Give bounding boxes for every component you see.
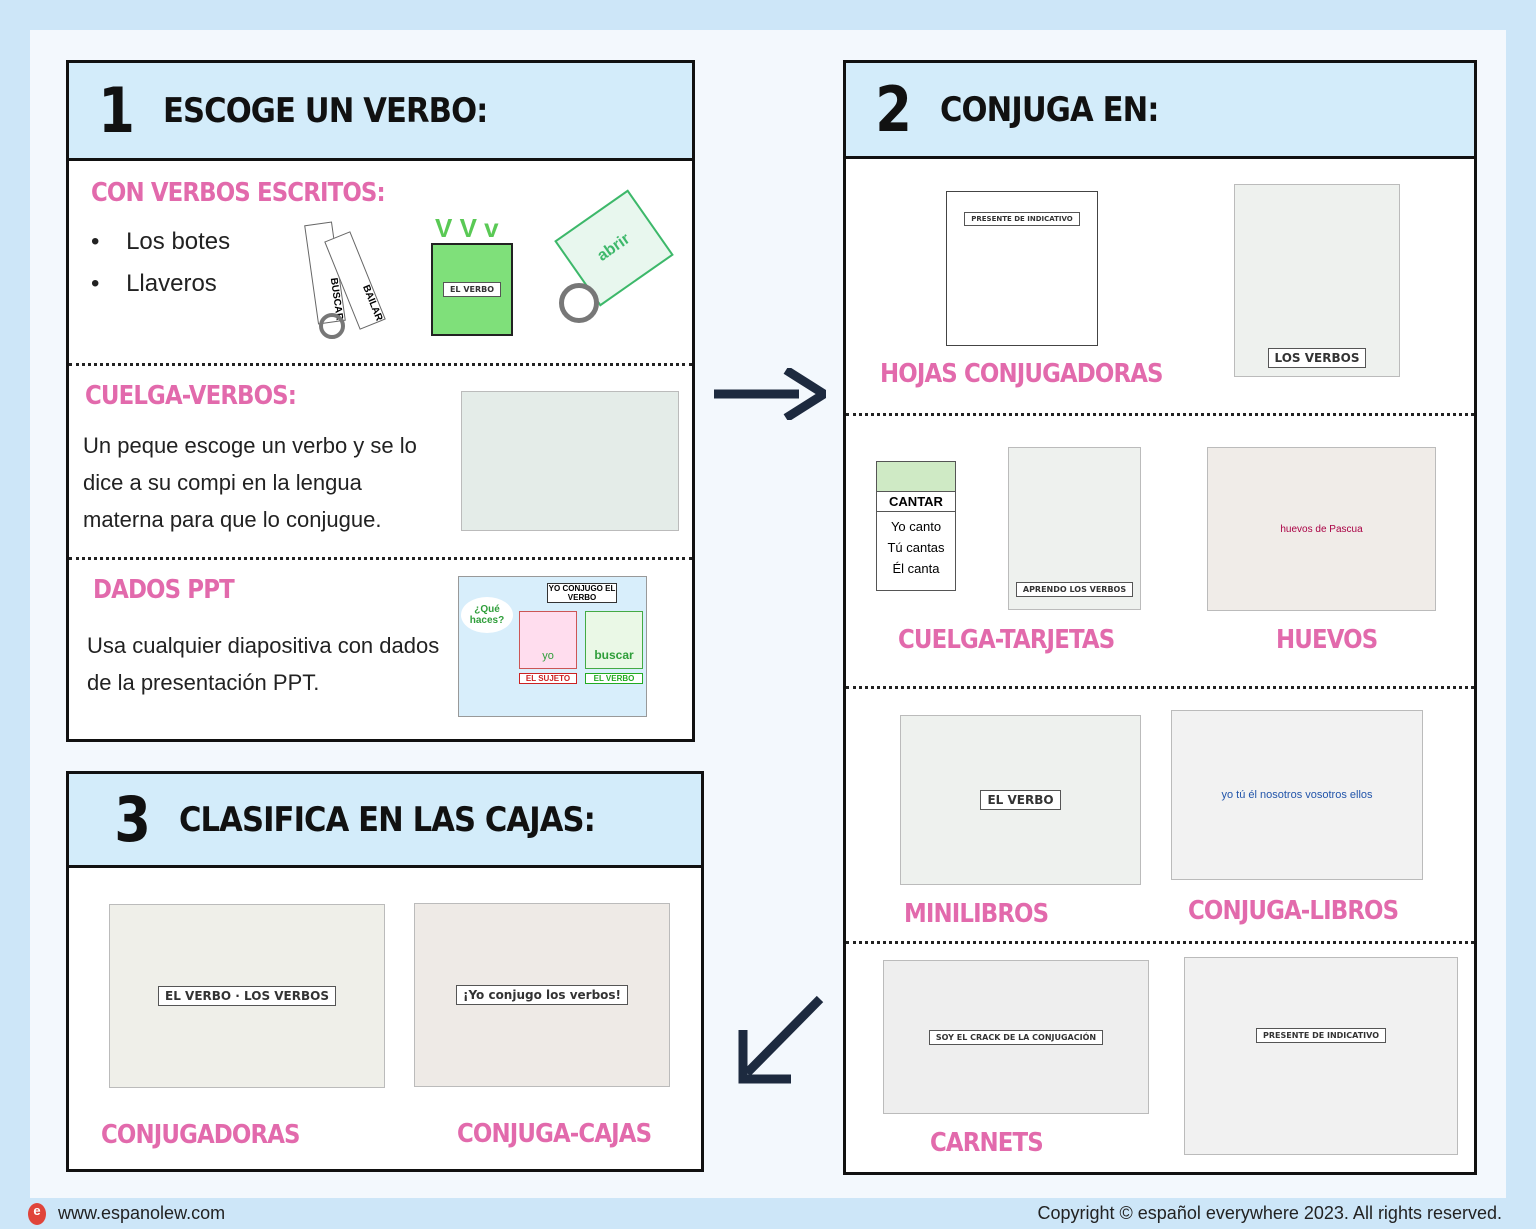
step3-header: 3 CLASIFICA EN LAS CAJAS: xyxy=(69,774,701,868)
step-number: 2 xyxy=(875,73,912,146)
list-item: • Llaveros xyxy=(91,270,217,297)
item-label: CONJUGA-LIBROS xyxy=(1188,896,1399,926)
step-title: ESCOGE UN VERBO: xyxy=(163,90,488,131)
arrow-right-icon xyxy=(714,368,826,420)
section-text: Usa cualquier diapositiva con dados de l… xyxy=(87,633,440,695)
step-title: CLASIFICA EN LAS CAJAS: xyxy=(179,799,596,840)
divider xyxy=(846,413,1474,416)
item-label: HUEVOS xyxy=(1276,625,1378,655)
verb-pot-image: V V v EL VERBO xyxy=(431,213,513,336)
huevos-image: huevos de Pascua xyxy=(1207,447,1436,611)
cuelga-verbos-image xyxy=(461,391,679,531)
conjugadora-image: LOS VERBOS xyxy=(1234,184,1400,377)
item-label: HOJAS CONJUGADORAS xyxy=(880,359,1164,389)
divider xyxy=(846,686,1474,689)
section-title: CON VERBOS ESCRITOS: xyxy=(91,178,386,208)
ppt-slide-image: ¿Qué haces? YO CONJUGO EL VERBO yo busca… xyxy=(458,576,647,717)
conjuga-cajas-image: ¡Yo conjugo los verbos! xyxy=(414,903,670,1087)
section-text: Un peque escoge un verbo y se lo dice a … xyxy=(83,433,417,532)
step-number: 3 xyxy=(114,783,151,856)
minilibros-image: EL VERBO xyxy=(900,715,1141,885)
website-link[interactable]: www.espanolew.com xyxy=(58,1203,226,1223)
arrow-down-left-icon xyxy=(738,995,824,1084)
keyring-card-image: abrir xyxy=(554,189,674,323)
item-label: CONJUGA-CAJAS xyxy=(457,1119,652,1149)
copyright: Copyright © español everywhere 2023. All… xyxy=(1037,1203,1502,1223)
step1-header: 1 ESCOGE UN VERBO: xyxy=(69,63,692,161)
item-label: CONJUGADORAS xyxy=(101,1120,301,1150)
keychain-cards-image: BUSCAR BAILAR xyxy=(301,213,401,339)
conjuga-libros-image: yo tú él nosotros vosotros ellos xyxy=(1171,710,1423,880)
list-item: • Los botes xyxy=(91,228,231,255)
written-list: • Los botes • Llaveros xyxy=(91,221,230,305)
step2-header: 2 CONJUGA EN: xyxy=(846,63,1474,159)
step1-box: 1 ESCOGE UN VERBO: CON VERBOS ESCRITOS: … xyxy=(66,60,695,742)
item-label: MINILIBROS xyxy=(904,899,1049,929)
step3-box: 3 CLASIFICA EN LAS CAJAS: EL VERBO · LOS… xyxy=(66,771,704,1172)
conjugadoras-image: EL VERBO · LOS VERBOS xyxy=(109,904,385,1088)
carnets-image: SOY EL CRACK DE LA CONJUGACIÓN xyxy=(883,960,1149,1114)
divider xyxy=(69,363,692,366)
carnet-large-image: PRESENTE DE INDICATIVO xyxy=(1184,957,1458,1155)
item-label: CARNETS xyxy=(930,1128,1044,1158)
item-label: CUELGA-TARJETAS xyxy=(898,625,1115,655)
step-title: CONJUGA EN: xyxy=(940,89,1160,130)
divider xyxy=(69,557,692,560)
section-title: CUELGA-VERBOS: xyxy=(85,381,297,411)
step2-box: 2 CONJUGA EN: PRESENTE DE INDICATIVO HOJ… xyxy=(843,60,1477,1175)
step-number: 1 xyxy=(98,74,135,147)
hojas-image: PRESENTE DE INDICATIVO xyxy=(946,191,1098,346)
cuelga-tarjetas-image: APRENDO LOS VERBOS xyxy=(1008,447,1141,610)
logo-icon: e xyxy=(28,1203,46,1225)
divider xyxy=(846,941,1474,944)
section-title: DADOS PPT xyxy=(93,575,235,605)
